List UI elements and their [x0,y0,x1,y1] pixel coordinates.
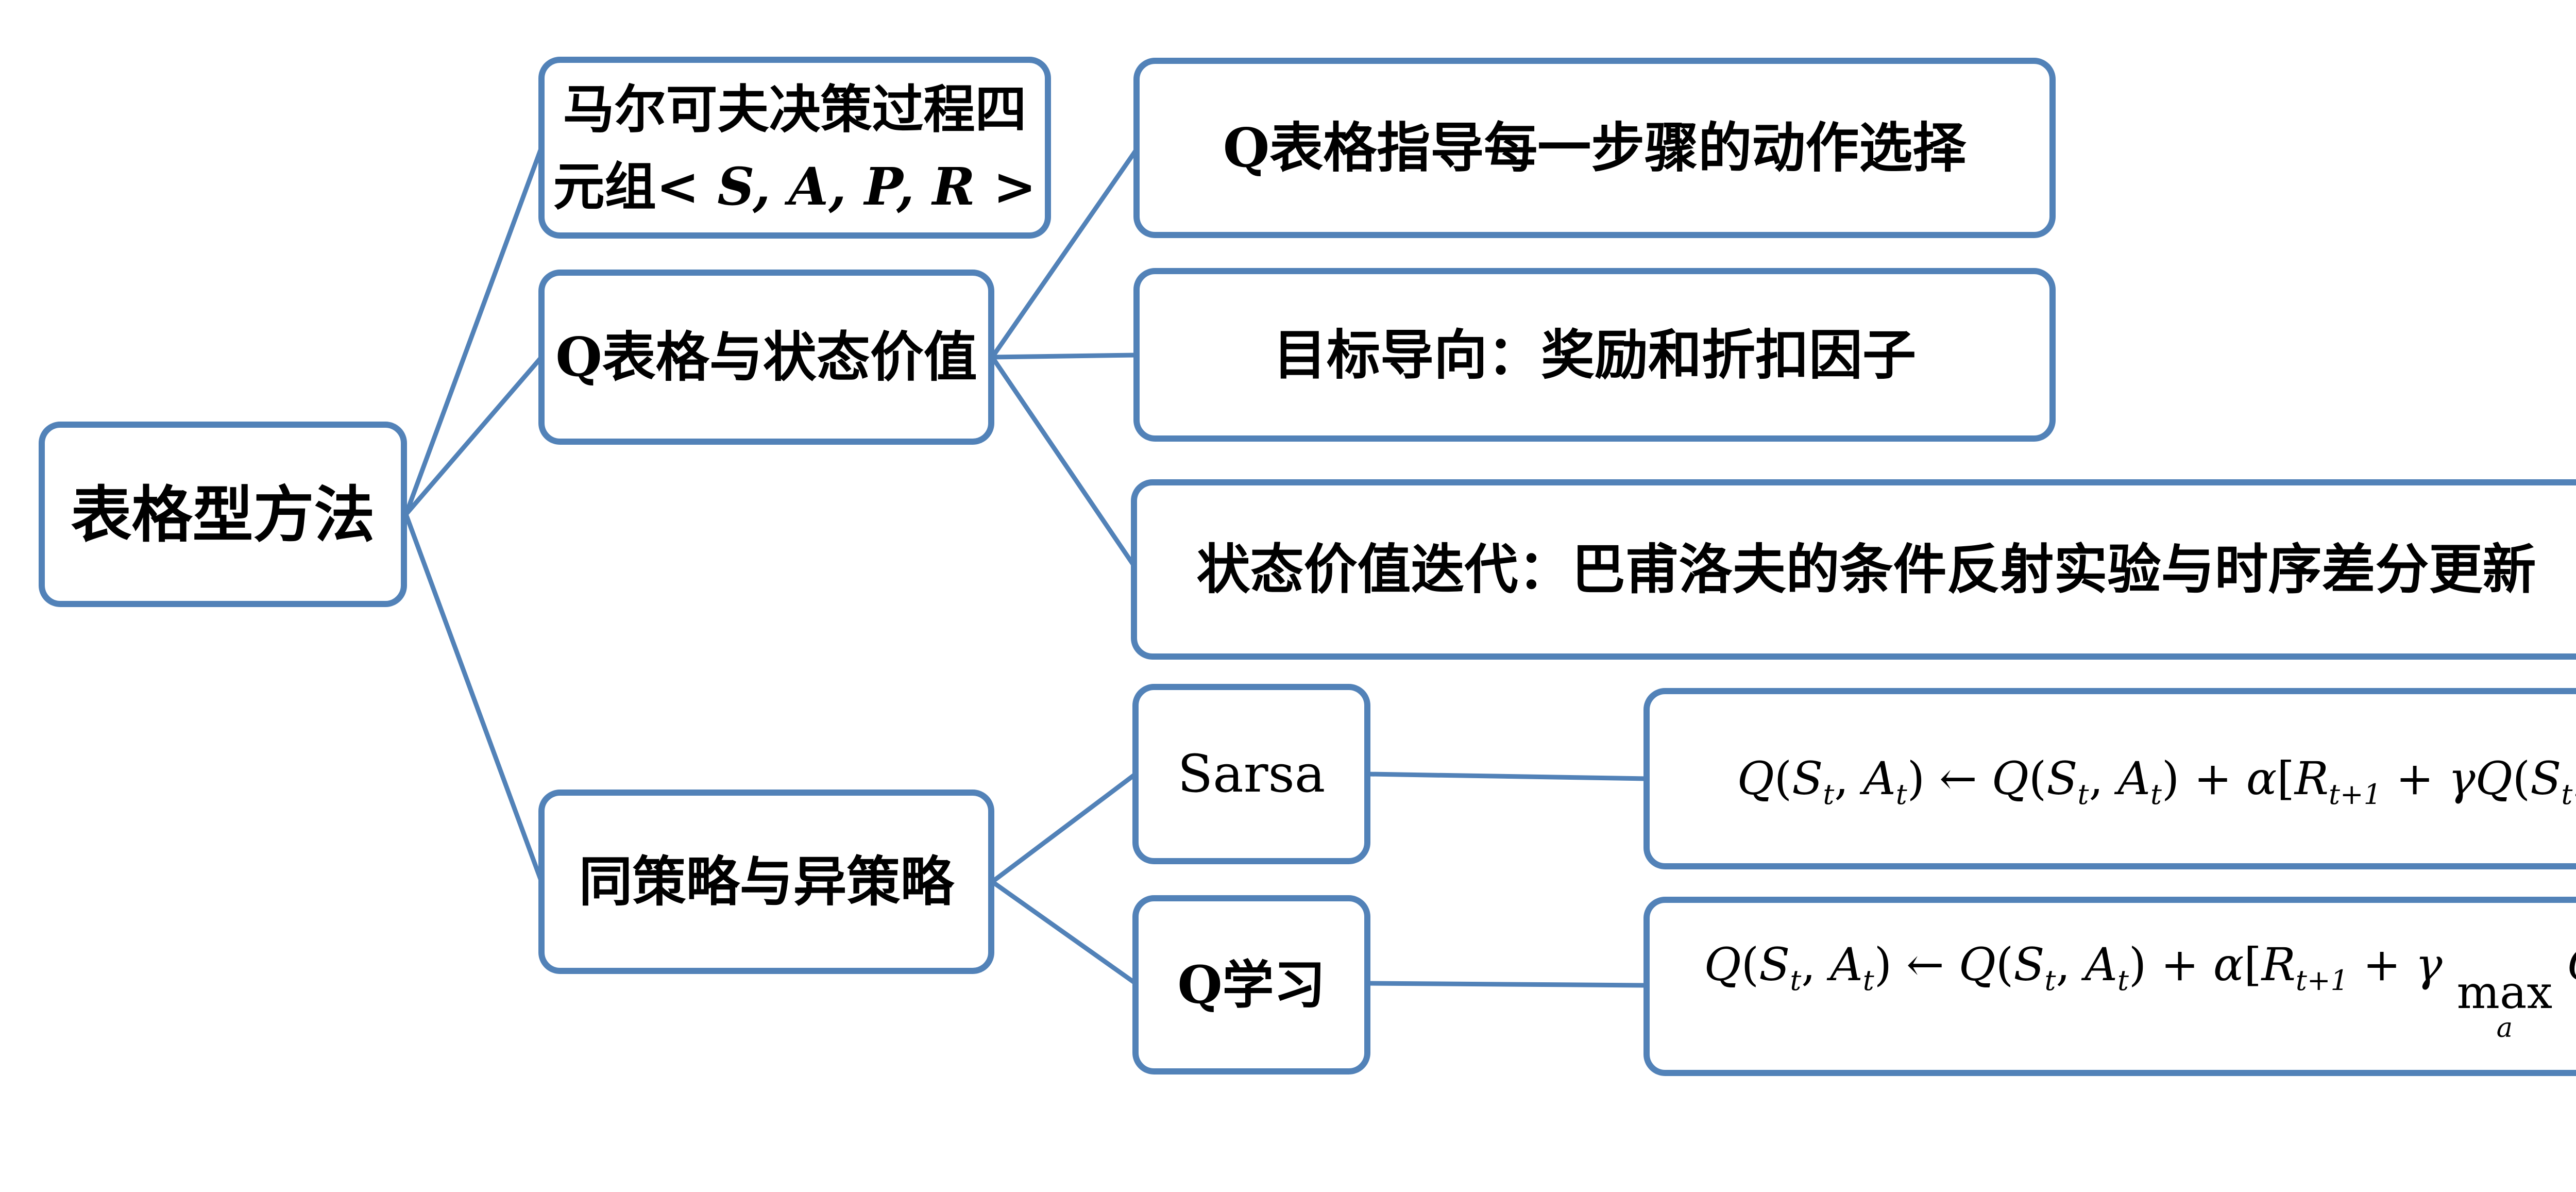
connector-root-qtable [404,356,544,516]
node-goal-label: 目标导向：奖励和折扣因子 [1273,323,1916,387]
connector-root-mdp [403,146,544,515]
node-sarsa-label: Sarsa [1177,744,1326,804]
node-goal-oriented[interactable]: 目标导向：奖励和折扣因子 [1133,268,2056,442]
node-mdp-label-line2: 元组< S, A, P, R > [553,156,1037,217]
node-on-off-policy[interactable]: 同策略与异策略 [538,790,994,974]
node-qtable-guides-actions[interactable]: Q表格指导每一步骤的动作选择 [1133,58,2056,238]
node-qtable-state-value[interactable]: Q表格与状态价值 [538,270,994,445]
node-root-label: 表格型方法 [71,478,375,550]
node-qtable-label: Q表格与状态价值 [555,325,977,389]
node-policy-label: 同策略与异策略 [579,850,954,913]
node-sarsa[interactable]: Sarsa [1132,684,1370,864]
node-mdp-label: 马尔可夫决策过程四 元组< S, A, P, R > [553,71,1037,225]
node-qlearning-label: Q学习 [1177,954,1326,1015]
connector-qlearning-formula [1368,981,1647,988]
node-sarsa-update-formula[interactable]: Q(St, At) ← Q(St, At) + α[Rt+1 + γQ(St+1… [1643,688,2576,869]
connector-qtable-statevalue [990,356,1139,571]
connector-qtable-goal [992,352,1137,360]
node-mdp-label-line1: 马尔可夫决策过程四 [563,78,1027,140]
connector-root-policy [403,513,544,883]
connector-sarsa-formula [1368,771,1647,781]
node-state-value-iteration[interactable]: 状态价值迭代：巴甫洛夫的条件反射实验与时序差分更新 [1131,479,2576,660]
node-root[interactable]: 表格型方法 [39,422,407,607]
connector-qtable-qguide [990,148,1139,359]
sarsa-formula-text: Q(St, At) ← Q(St, At) + α[Rt+1 + γQ(St+1… [1737,752,2576,811]
node-statevalue-label: 状态价值迭代：巴甫洛夫的条件反射实验与时序差分更新 [1196,538,2536,601]
node-mdp-tuple[interactable]: 马尔可夫决策过程四 元组< S, A, P, R > [538,57,1051,239]
node-qguide-label: Q表格指导每一步骤的动作选择 [1223,116,1967,179]
node-qlearning[interactable]: Q学习 [1132,895,1370,1075]
connector-policy-qlearning [991,880,1137,985]
connector-policy-sarsa [991,772,1137,884]
